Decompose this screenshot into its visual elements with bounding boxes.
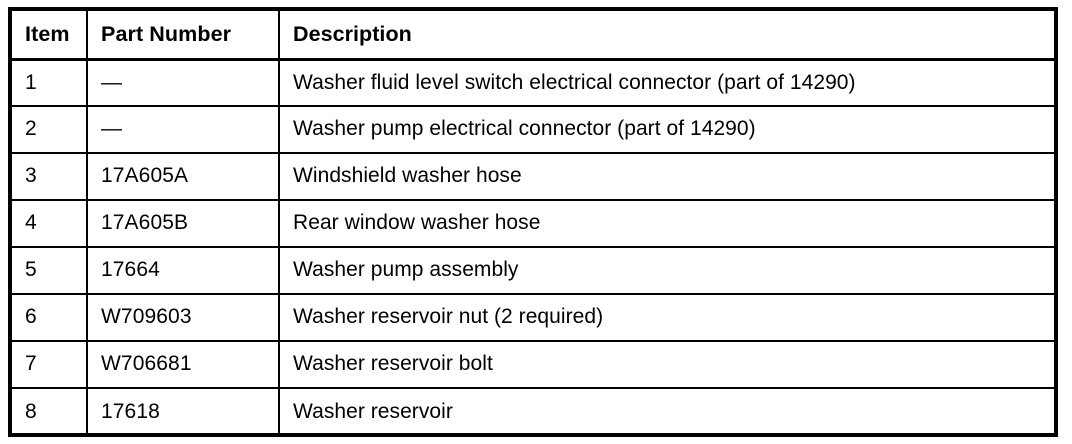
table-row: 7 W706681 Washer reservoir bolt xyxy=(12,341,1054,389)
cell-item: 5 xyxy=(12,247,88,295)
column-header-description: Description xyxy=(279,11,1054,61)
cell-description: Washer pump assembly xyxy=(279,247,1054,295)
table-header-row: Item Part Number Description xyxy=(12,11,1054,61)
table-row: 6 W709603 Washer reservoir nut (2 requir… xyxy=(12,294,1054,342)
cell-description: Rear window washer hose xyxy=(279,200,1054,248)
cell-item: 2 xyxy=(12,106,88,154)
cell-part-number: 17618 xyxy=(87,388,280,435)
cell-item: 7 xyxy=(12,341,88,389)
cell-item: 6 xyxy=(12,294,88,342)
cell-part-number: W709603 xyxy=(87,294,280,342)
table-row: 8 17618 Washer reservoir xyxy=(12,388,1054,435)
table-row: 1 — Washer fluid level switch electrical… xyxy=(12,59,1054,107)
table-body: 1 — Washer fluid level switch electrical… xyxy=(12,59,1054,435)
cell-item: 3 xyxy=(12,153,88,201)
table-row: 4 17A605B Rear window washer hose xyxy=(12,200,1054,248)
cell-part-number: 17664 xyxy=(87,247,280,295)
cell-item: 8 xyxy=(12,388,88,435)
cell-part-number: W706681 xyxy=(87,341,280,389)
parts-table: Item Part Number Description 1 — Washer … xyxy=(12,11,1054,435)
table-row: 3 17A605A Windshield washer hose xyxy=(12,153,1054,201)
cell-description: Washer reservoir bolt xyxy=(279,341,1054,389)
cell-part-number: — xyxy=(87,59,280,107)
table-header: Item Part Number Description xyxy=(12,11,1054,61)
column-header-item: Item xyxy=(12,11,88,61)
table-row: 2 — Washer pump electrical connector (pa… xyxy=(12,106,1054,154)
column-header-part-number: Part Number xyxy=(87,11,280,61)
cell-part-number: 17A605B xyxy=(87,200,280,248)
cell-description: Windshield washer hose xyxy=(279,153,1054,201)
cell-item: 4 xyxy=(12,200,88,248)
cell-part-number: — xyxy=(87,106,280,154)
parts-table-container: Item Part Number Description 1 — Washer … xyxy=(8,7,1058,437)
cell-description: Washer fluid level switch electrical con… xyxy=(279,59,1054,107)
cell-item: 1 xyxy=(12,59,88,107)
table-row: 5 17664 Washer pump assembly xyxy=(12,247,1054,295)
cell-part-number: 17A605A xyxy=(87,153,280,201)
cell-description: Washer reservoir xyxy=(293,399,453,423)
cell-description: Washer pump electrical connector (part o… xyxy=(279,106,1054,154)
cell-description: Washer reservoir nut (2 required) xyxy=(279,294,1054,342)
